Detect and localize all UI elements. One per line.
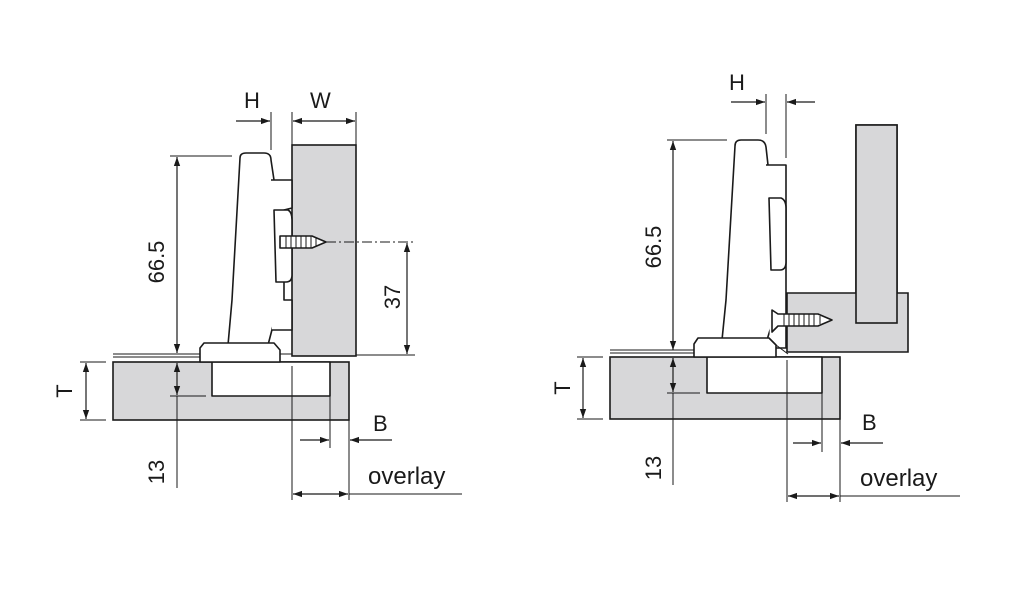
left-w-label: W xyxy=(310,88,331,113)
right-b-label: B xyxy=(862,410,877,435)
left-hinge-arm xyxy=(227,152,280,346)
left-b-label: B xyxy=(373,411,388,436)
right-hinge-cup xyxy=(706,356,823,394)
right-t-label: T xyxy=(550,381,575,394)
left-mounting-plate xyxy=(199,342,281,363)
left-screw-icon xyxy=(279,235,327,249)
right-h-label: H xyxy=(729,70,745,95)
right-screw-icon xyxy=(771,309,833,333)
right-hinge-diagram: H 66.5 T 13 B overlay xyxy=(550,70,960,502)
left-h-label: H xyxy=(244,88,260,113)
left-t-label: T xyxy=(52,384,77,397)
right-overlay-label: overlay xyxy=(860,465,937,492)
right-mounting-plate xyxy=(693,337,777,358)
left-door-panel xyxy=(291,144,357,357)
left-overlay-label: overlay xyxy=(368,463,445,490)
left-hinge-cup xyxy=(211,361,331,397)
right-depth-label: 13 xyxy=(641,456,666,480)
right-height-label: 66.5 xyxy=(641,226,666,269)
right-hinge-arm xyxy=(721,139,774,341)
left-screw-distance-label: 37 xyxy=(380,285,405,309)
left-height-label: 66.5 xyxy=(144,241,169,284)
left-depth-label: 13 xyxy=(144,460,169,484)
left-hinge-diagram: H W 66.5 37 T 13 B overlay xyxy=(52,88,462,500)
